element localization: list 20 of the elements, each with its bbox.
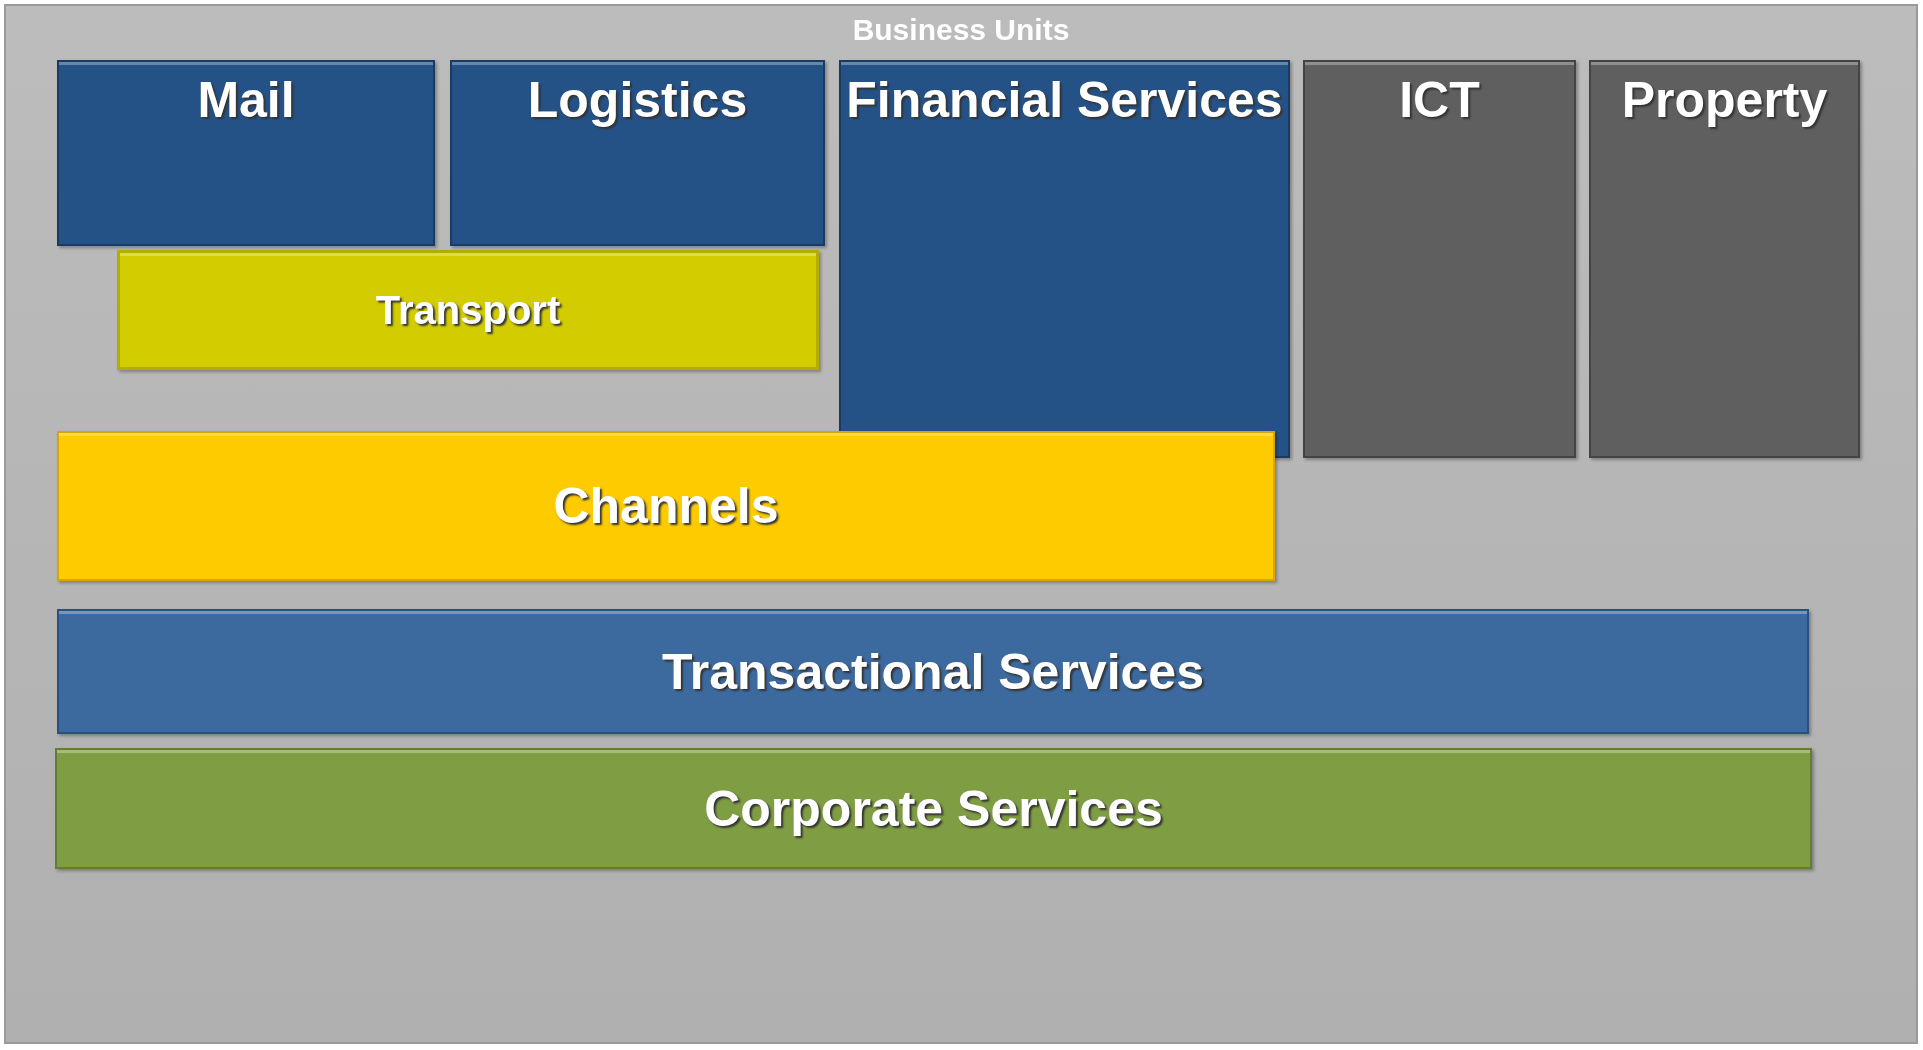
unit-box: [1303, 60, 1576, 458]
box-label: Financial Services: [845, 71, 1284, 130]
box-label: Logistics: [526, 71, 749, 130]
box-label: Corporate Services: [704, 779, 1163, 839]
unit-box: [450, 60, 825, 246]
box-label: Mail: [196, 71, 296, 130]
panel-title: Business Units: [851, 12, 1071, 48]
box-label: Transactional Services: [662, 642, 1204, 702]
unit-box: [839, 60, 1290, 458]
box-label: Property: [1620, 71, 1829, 130]
transport-bar: [117, 250, 819, 370]
service-bar: [55, 748, 1812, 869]
box-label: ICT: [1398, 71, 1481, 130]
outer-panel: [4, 4, 1918, 1044]
service-bar: [57, 609, 1809, 734]
unit-box: [57, 60, 435, 246]
box-label: Channels: [553, 477, 779, 536]
box-label: Transport: [375, 287, 561, 334]
unit-box: [1589, 60, 1860, 458]
channels-bar: [57, 431, 1275, 581]
